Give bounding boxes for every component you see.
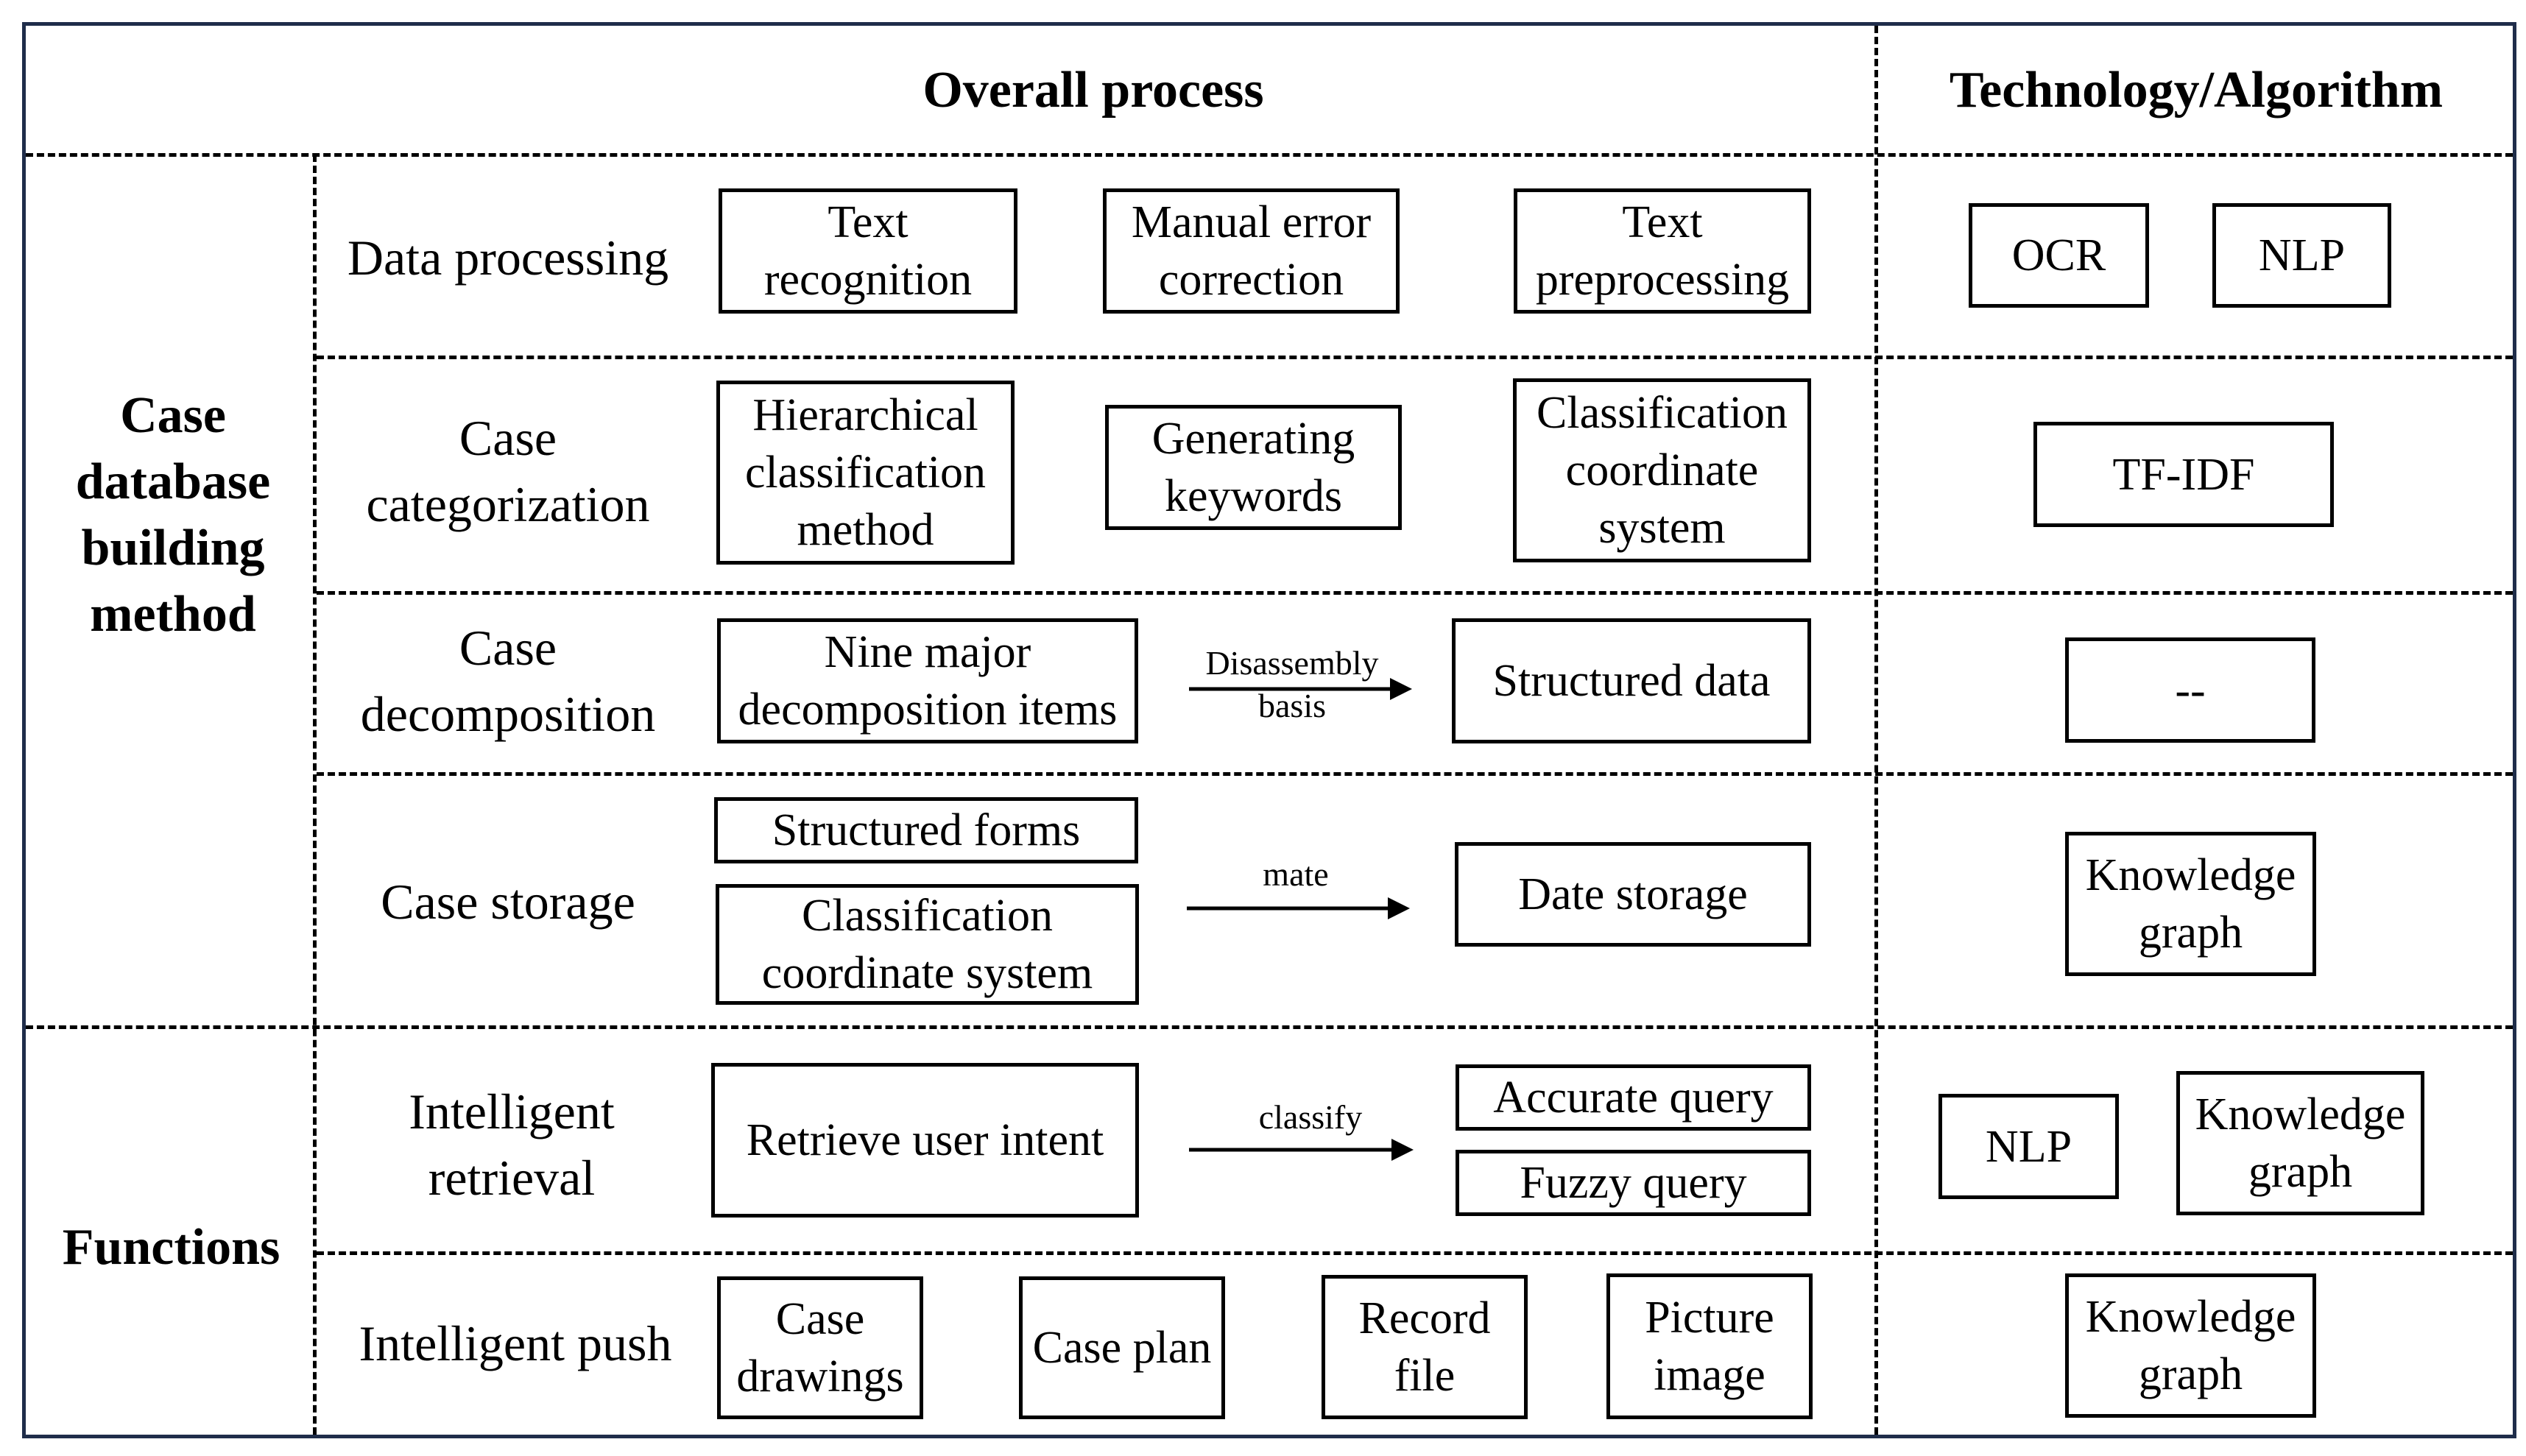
classification-coordinate-system-box: Classification coordinate system [1513, 378, 1811, 562]
header-divider [26, 153, 2513, 157]
fuzzy-query-box: Fuzzy query [1456, 1150, 1811, 1216]
row-label-data-processing: Data processing [347, 230, 669, 286]
classify-label: classify [1258, 1098, 1363, 1136]
retrieve-user-intent-box: Retrieve user intent [711, 1063, 1139, 1218]
technology-header: Technology/Algorithm [1949, 62, 2444, 119]
manual-error-correction-box: Manual error correction [1103, 188, 1400, 314]
technology-column-divider [1874, 26, 1878, 1435]
functions-group-label: Functions [62, 1219, 281, 1276]
nine-decomposition-items-box: Nine major decomposition items [717, 618, 1138, 743]
row-label-case-storage: Case storage [381, 874, 635, 930]
structured-forms-box: Structured forms [714, 797, 1138, 863]
row-divider-3 [317, 772, 2513, 776]
record-file-box: Record file [1322, 1275, 1528, 1419]
row-divider-2 [317, 591, 2513, 595]
generating-keywords-box: Generating keywords [1105, 405, 1402, 530]
date-storage-box: Date storage [1455, 842, 1811, 947]
knowledge-graph-storage-box: Knowledge graph [2065, 832, 2316, 976]
row-label-intelligent-push: Intelligent push [359, 1315, 672, 1371]
picture-image-box: Picture image [1606, 1273, 1813, 1419]
classification-coordinate-system-storage-box: Classification coordinate system [716, 884, 1139, 1005]
case-drawings-box: Case drawings [717, 1276, 923, 1419]
empty-tech-box: -- [2065, 637, 2315, 743]
text-recognition-box: Text recognition [719, 188, 1017, 314]
accurate-query-box: Accurate query [1456, 1064, 1811, 1131]
row-label-case-categorization: Case categorization [366, 410, 650, 532]
disassembly-basis-label: Disassembly basis [1205, 644, 1379, 724]
hierarchical-classification-box: Hierarchical classification method [716, 381, 1015, 565]
row-label-intelligent-retrieval: Intelligent retrieval [409, 1084, 615, 1206]
row-label-case-decomposition: Case decomposition [360, 620, 656, 742]
nlp-tech-box: NLP [2212, 203, 2391, 308]
row-divider-5 [317, 1251, 2513, 1255]
group-divider [26, 1025, 2513, 1029]
ocr-tech-box: OCR [1969, 203, 2149, 308]
knowledge-graph-push-box: Knowledge graph [2065, 1273, 2316, 1418]
tf-idf-tech-box: TF-IDF [2033, 422, 2334, 527]
structured-data-box: Structured data [1452, 618, 1811, 743]
text-preprocessing-box: Text preprocessing [1514, 188, 1811, 314]
row-divider-1 [317, 356, 2513, 359]
group-column-divider [313, 155, 317, 1435]
diagram-frame [22, 22, 2516, 1438]
mate-label: mate [1263, 855, 1329, 893]
case-database-group-label: Case database building method [75, 387, 271, 643]
case-plan-box: Case plan [1019, 1276, 1225, 1419]
knowledge-graph-retrieval-box: Knowledge graph [2176, 1071, 2424, 1215]
overall-process-header: Overall process [922, 62, 1264, 119]
nlp-retrieval-tech-box: NLP [1938, 1094, 2119, 1199]
